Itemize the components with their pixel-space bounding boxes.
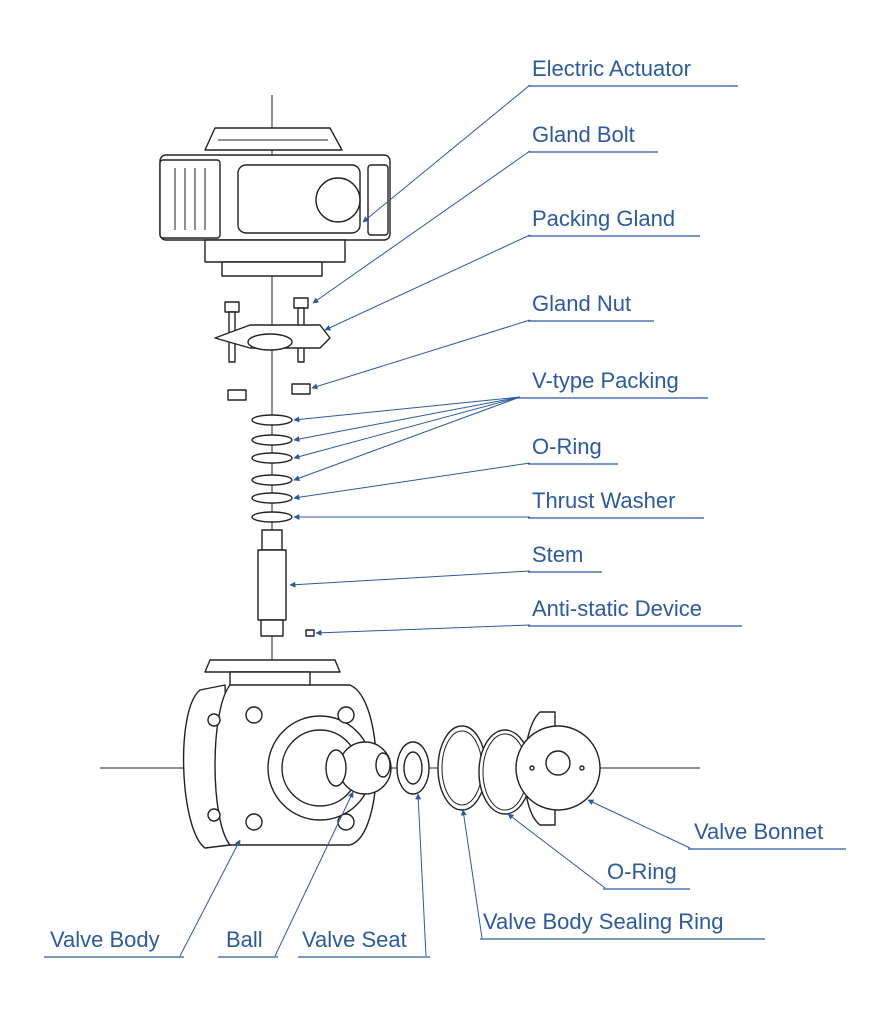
label-o-ring-top: O-Ring	[532, 434, 602, 459]
label-o-ring-side: O-Ring	[607, 859, 677, 884]
leader-lines	[179, 84, 691, 957]
label-anti-static-device: Anti-static Device	[532, 596, 702, 621]
packing-rings-drawing	[251, 414, 293, 523]
valve-body-drawing	[182, 659, 377, 849]
label-valve-body-sealing-ring: Valve Body Sealing Ring	[483, 909, 724, 934]
label-valve-body: Valve Body	[50, 927, 160, 952]
packing-gland-drawing	[214, 297, 331, 363]
anti-static-device-drawing	[305, 629, 315, 637]
label-thrust-washer: Thrust Washer	[532, 488, 675, 513]
label-underlines	[44, 85, 846, 958]
label-valve-seat: Valve Seat	[302, 927, 407, 952]
gland-nut-left	[227, 389, 247, 401]
stem-drawing	[257, 529, 287, 637]
gland-nut-right	[291, 383, 311, 395]
valve-seat-drawing	[396, 741, 430, 795]
label-valve-bonnet: Valve Bonnet	[694, 819, 823, 844]
ball-drawing	[325, 741, 392, 795]
label-v-type-packing: V-type Packing	[532, 368, 679, 393]
label-gland-nut: Gland Nut	[532, 291, 631, 316]
label-electric-actuator: Electric Actuator	[532, 56, 691, 81]
label-stem: Stem	[532, 542, 583, 567]
label-ball: Ball	[226, 927, 263, 952]
label-gland-bolt: Gland Bolt	[532, 122, 635, 147]
valve-bonnet-drawing	[515, 711, 601, 826]
electric-actuator-drawing	[159, 127, 391, 277]
label-packing-gland: Packing Gland	[532, 206, 675, 231]
